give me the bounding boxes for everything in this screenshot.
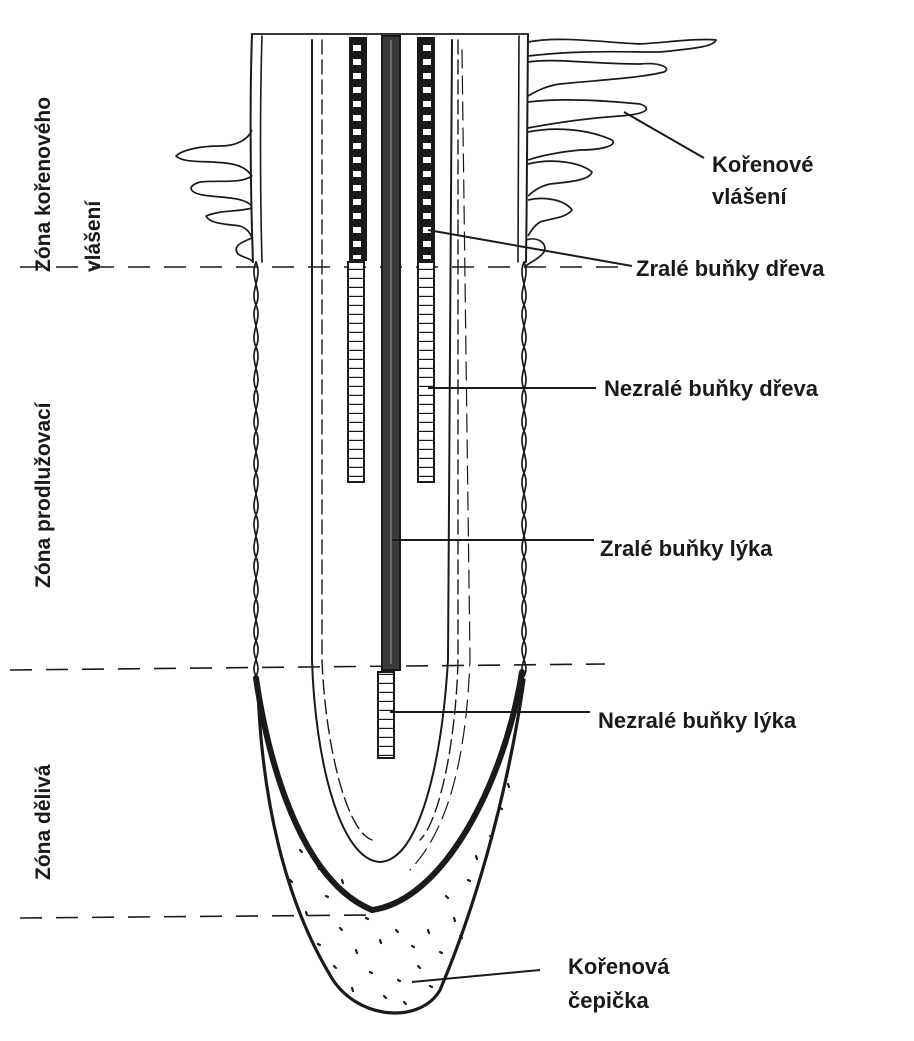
cap-dot [460,936,462,938]
cap-dot [342,880,343,883]
root-hair [528,129,613,160]
zone-label-hair-line2: vlášení [82,200,105,272]
label-root-hairs-line1: Kořenové [712,152,813,177]
cap-dot [318,866,319,869]
cap-dot [340,928,342,930]
right-epidermis-upper-inner [518,36,519,262]
cap-dot [290,880,292,882]
cap-dot [428,930,429,933]
cap-dot [412,946,414,947]
cap-dot [352,988,353,991]
cap-dot [306,912,307,915]
cap-dot [334,966,336,968]
cap-dot [398,980,400,981]
cap-dot [468,880,470,881]
root-hair [528,198,572,236]
root-hair [191,176,252,206]
cap-dot [370,972,372,973]
left-epidermis-upper-inner [261,36,263,262]
zone-label-hair-line1: Zóna kořenového [32,97,55,272]
cap-dot [418,966,420,968]
immature-phloem-strand [378,672,394,758]
label-root-cap-line2: čepička [568,988,649,1013]
cap-dot [490,836,492,838]
cap-dot [500,808,502,809]
root-hair [176,130,252,176]
cap-dot [356,950,357,953]
mature-xylem-right [418,38,434,260]
left-epidermis-upper [251,34,253,262]
cap-dot [326,896,328,897]
immature-xylem-right [418,262,434,482]
cap-dot [430,986,432,987]
cap-dot [384,996,386,998]
root-hair [528,39,716,56]
mature-xylem-left [350,38,366,260]
root-hairs [176,39,716,266]
root-hair [526,239,545,266]
root-hair [206,208,252,238]
label-root-cap-line1: Kořenová [568,954,670,979]
label-mature-phloem: Zralé buňky lýka [600,536,773,561]
cap-dot [318,944,320,945]
immature-xylem-left [348,262,364,482]
cap-dot [366,918,368,919]
root-hair [528,61,667,96]
zone-boundaries [10,267,628,918]
vascular-tissue [348,36,434,758]
leader-root-hairs [624,112,704,158]
zone-label-division: Zóna dělivá [32,764,55,880]
label-root-hairs-line2: vlášení [712,184,787,209]
cap-dot [404,1002,406,1004]
cap-dot [454,918,455,921]
cap-dot [446,896,448,898]
boundary-division-cap [20,915,368,918]
label-immature-phloem: Nezralé buňky lýka [598,708,797,733]
root-hair [528,161,592,196]
zone-label-elongation: Zóna prodlužovací [32,401,55,588]
root-hair [236,238,253,262]
boundary-elongation-division [10,664,605,670]
cap-dot [396,930,398,932]
label-mature-xylem: Zralé buňky dřeva [636,256,825,281]
cap-dot [380,940,381,943]
cap-dot [476,856,477,859]
cap-dot [300,850,302,852]
leader-root-cap [412,970,540,982]
cap-dot [440,952,442,953]
label-immature-xylem: Nezralé buňky dřeva [604,376,819,401]
cap-dot [508,784,509,787]
right-epidermis-upper [526,34,528,262]
